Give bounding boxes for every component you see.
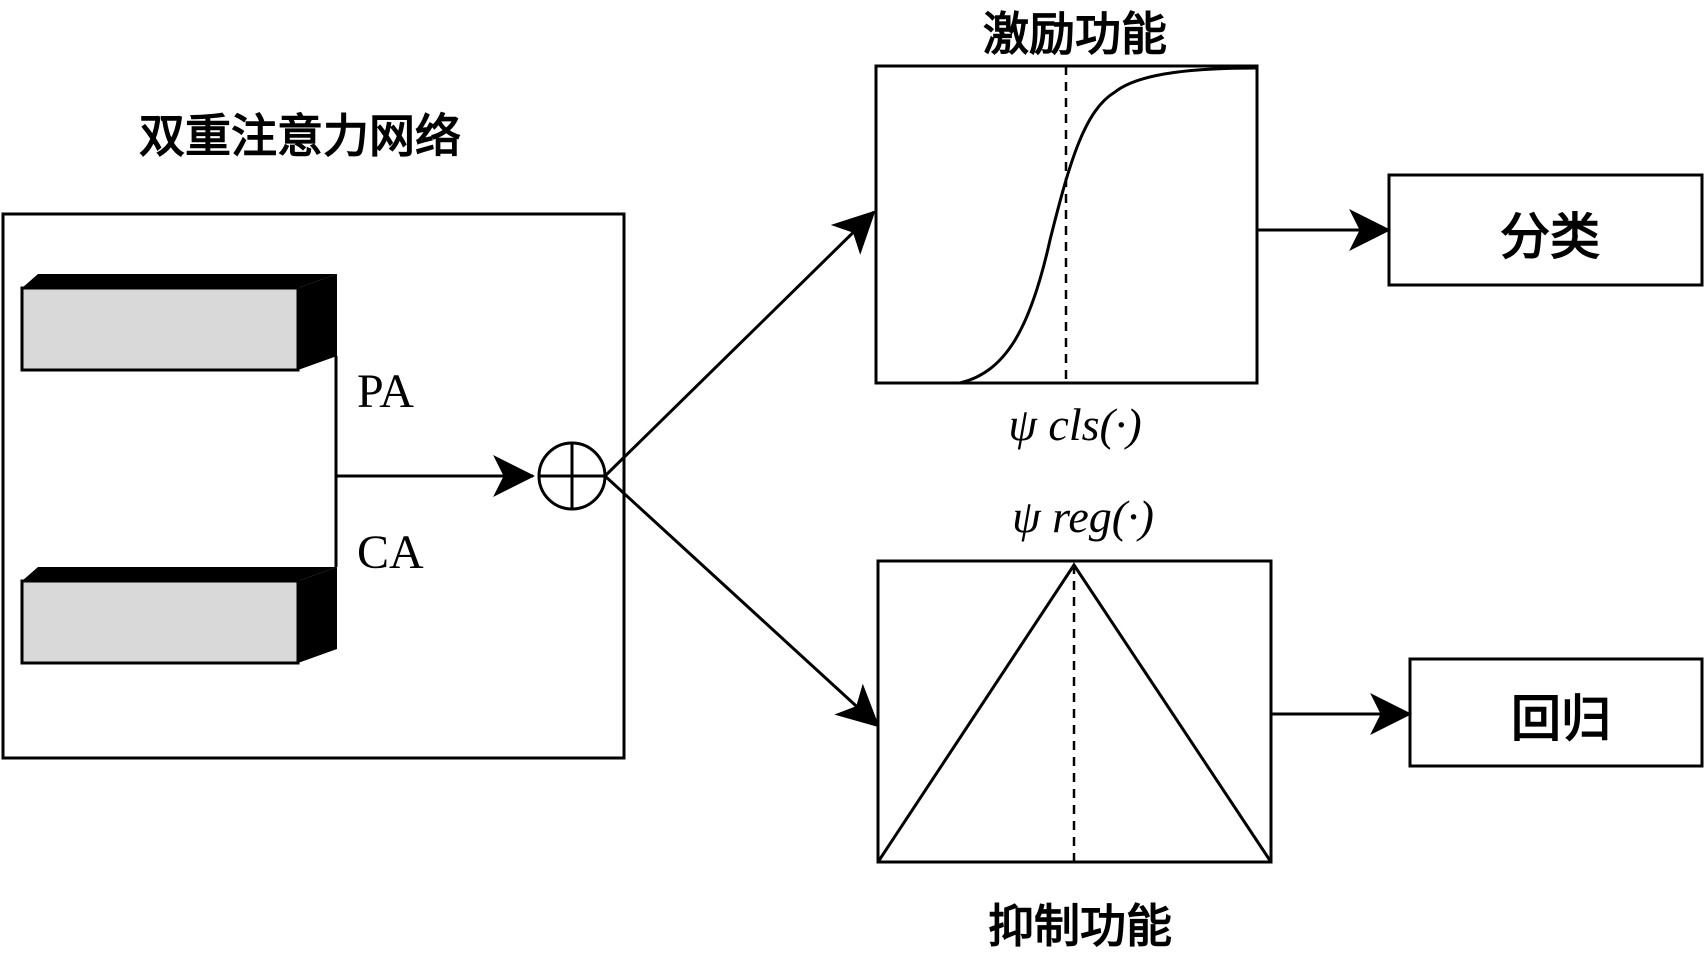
excitation-frame: [874, 64, 1259, 385]
ca-label: CA: [357, 526, 424, 579]
regression-label: 回归: [1511, 690, 1611, 748]
sum-operator-icon: [537, 441, 607, 511]
arrow-to-suppression: [603, 474, 880, 728]
suppression-func-label: ψ reg(·): [1012, 491, 1154, 542]
network-frame: [1, 212, 626, 760]
sigmoid-curve: [959, 66, 1258, 385]
suppression-title: 抑制功能: [988, 899, 1172, 953]
ca-block: [20, 567, 337, 665]
classification-box: 分类: [1387, 173, 1704, 287]
excitation-title: 激励功能: [983, 7, 1167, 61]
arrow-to-excitation: [603, 210, 876, 478]
pa-label: PA: [357, 365, 414, 418]
excitation-func-label: ψ cls(·): [1008, 399, 1141, 450]
dual-attention-network: 双重注意力网络 PA CA: [1, 109, 626, 760]
regression-box: 回归: [1408, 657, 1704, 768]
classification-label: 分类: [1500, 208, 1600, 266]
excitation-function: 激励功能 ψ cls(·): [874, 7, 1259, 450]
suppression-function: ψ reg(·) 抑制功能: [876, 491, 1273, 953]
pa-block: [20, 274, 337, 372]
network-title: 双重注意力网络: [139, 109, 461, 163]
